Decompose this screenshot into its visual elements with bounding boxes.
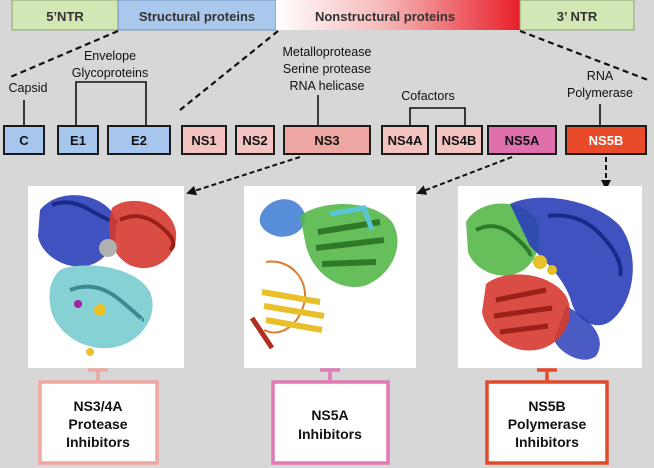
inhibition-connectors — [88, 368, 557, 382]
protein-e2: E2 — [107, 125, 171, 155]
annotation-brackets — [23, 81, 601, 126]
ns5b-inhibitor-box: NS5B Polymerase Inhibitors — [485, 380, 609, 465]
rna-polymerase-annotation-1: RNA — [587, 69, 614, 83]
ns3-annotation-2: Serine protease — [283, 62, 371, 76]
svg-text:NS3: NS3 — [314, 133, 339, 148]
svg-text:Inhibitors: Inhibitors — [298, 426, 362, 442]
ntr5-label: 5’NTR — [46, 9, 84, 24]
svg-text:Inhibitors: Inhibitors — [515, 434, 579, 450]
arrow-ns5a-to-structure — [416, 156, 513, 195]
protein-ns2: NS2 — [235, 125, 275, 155]
structure-panels — [28, 186, 642, 368]
structural-label: Structural proteins — [139, 9, 255, 24]
svg-text:NS4A: NS4A — [388, 133, 423, 148]
ns5a-inhibitor-box: NS5A Inhibitors — [271, 380, 390, 465]
protein-row: C E1 E2 NS1 NS2 NS3 NS4A NS4B — [3, 125, 647, 155]
ns5a-structure-image — [244, 186, 416, 368]
ntr5-segment — [11, 0, 119, 31]
ns34a-inhibitor-box: NS3/4A Protease Inhibitors — [38, 380, 159, 465]
svg-text:NS1: NS1 — [191, 133, 216, 148]
inhibitor-boxes: NS3/4A Protease Inhibitors NS5A Inhibito… — [38, 380, 609, 465]
nonstructural-label: Nonstructural proteins — [315, 9, 455, 24]
envelope-annotation-2: Glycoproteins — [72, 66, 148, 80]
svg-text:NS4B: NS4B — [442, 133, 477, 148]
expansion-lines — [7, 29, 649, 111]
ns34a-structure-image — [28, 186, 184, 368]
structure-arrows — [186, 156, 611, 196]
ntr3-label: 3’ NTR — [557, 9, 598, 24]
svg-text:NS5A: NS5A — [311, 407, 348, 423]
protein-ns5a: NS5A — [487, 125, 557, 155]
expansion-line-mid — [179, 30, 279, 111]
svg-text:NS5A: NS5A — [505, 133, 540, 148]
genome-bar: 5’NTR Structural proteins Nonstructural … — [11, 0, 635, 31]
capsid-annotation: Capsid — [9, 81, 48, 95]
ns3-annotation-3: RNA helicase — [289, 79, 364, 93]
protein-ns1: NS1 — [181, 125, 227, 155]
svg-text:Polymerase: Polymerase — [508, 416, 587, 432]
expansion-line-right — [519, 29, 649, 82]
svg-text:Inhibitors: Inhibitors — [66, 434, 130, 450]
ns3-annotation-1: Metalloprotease — [283, 45, 372, 59]
svg-text:Protease: Protease — [68, 416, 127, 432]
protein-annotations: Capsid Envelope Glycoproteins Metallopro… — [9, 45, 634, 103]
protein-ns5b: NS5B — [565, 125, 647, 155]
protein-c: C — [3, 125, 45, 155]
protein-ns3: NS3 — [283, 125, 371, 155]
svg-text:C: C — [19, 133, 29, 148]
ntr3-segment — [519, 0, 635, 31]
rna-polymerase-annotation-2: Polymerase — [567, 86, 633, 100]
structural-segment — [117, 0, 277, 31]
envelope-annotation-1: Envelope — [84, 49, 136, 63]
protein-ns4b: NS4B — [435, 125, 483, 155]
svg-text:NS2: NS2 — [242, 133, 267, 148]
cofactors-annotation: Cofactors — [401, 89, 455, 103]
arrow-ns3-to-structure — [186, 156, 301, 196]
svg-text:NS5B: NS5B — [528, 398, 565, 414]
ns5b-structure-image — [458, 186, 642, 368]
svg-text:E2: E2 — [131, 133, 147, 148]
svg-text:NS3/4A: NS3/4A — [73, 398, 122, 414]
svg-text:E1: E1 — [70, 133, 86, 148]
protein-e1: E1 — [57, 125, 99, 155]
protein-ns4a: NS4A — [381, 125, 429, 155]
nonstructural-segment — [276, 0, 520, 30]
svg-text:NS5B: NS5B — [589, 133, 624, 148]
